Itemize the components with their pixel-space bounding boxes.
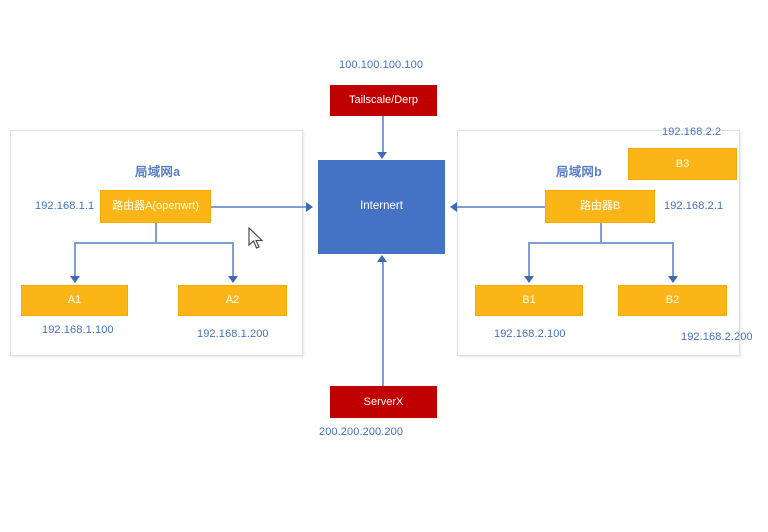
b1-ip-label: 192.168.2.100 — [494, 328, 566, 340]
router-a-ip-label: 192.168.1.1 — [35, 200, 95, 212]
arrowhead-a2 — [228, 276, 238, 283]
node-router-b[interactable]: 路由器B — [545, 190, 655, 223]
connector-tailscale-internet — [382, 116, 384, 154]
connector-router-a-bus — [74, 242, 233, 244]
node-b3[interactable]: B3 — [628, 148, 737, 180]
b2-ip-label: 192.168.2.200 — [681, 331, 753, 343]
mouse-pointer-icon — [248, 227, 264, 249]
arrowhead-serverx-internet — [377, 255, 387, 262]
connector-b1-drop — [528, 242, 530, 278]
a2-ip-label: 192.168.1.200 — [197, 328, 269, 340]
connector-router-a-internet — [211, 206, 306, 208]
node-serverx[interactable]: ServerX — [330, 386, 437, 418]
arrowhead-b1 — [524, 276, 534, 283]
node-a2[interactable]: A2 — [178, 285, 287, 316]
node-router-a[interactable]: 路由器A(openwrt) — [100, 190, 211, 223]
lan-group-a-title: 局域网a — [135, 165, 181, 179]
connector-router-b-internet — [457, 206, 545, 208]
node-b1[interactable]: B1 — [475, 285, 583, 316]
node-tailscale-derp[interactable]: Tailscale/Derp — [330, 85, 437, 116]
arrowhead-router-a-internet — [306, 202, 313, 212]
serverx-ip-label: 200.200.200.200 — [319, 426, 404, 438]
connector-serverx-internet — [382, 262, 384, 386]
lan-group-b-title: 局域网b — [556, 165, 602, 179]
connector-a2-drop — [232, 242, 234, 278]
arrowhead-b2 — [668, 276, 678, 283]
connector-router-a-stem — [155, 223, 157, 243]
a1-ip-label: 192.168.1.100 — [42, 324, 114, 336]
b3-ip-label: 192.168.2.2 — [662, 126, 722, 138]
node-internet[interactable]: Internert — [318, 160, 445, 254]
node-a1[interactable]: A1 — [21, 285, 128, 316]
arrowhead-a1 — [70, 276, 80, 283]
tailscale-ip-label: 100.100.100.100 — [339, 59, 424, 71]
arrowhead-tailscale-internet — [377, 152, 387, 159]
node-b2[interactable]: B2 — [618, 285, 727, 316]
connector-router-b-stem — [600, 223, 602, 243]
connector-b2-drop — [672, 242, 674, 278]
connector-router-b-bus — [528, 242, 673, 244]
connector-a1-drop — [74, 242, 76, 278]
arrowhead-router-b-internet — [450, 202, 457, 212]
router-b-ip-label: 192.168.2.1 — [664, 200, 724, 212]
